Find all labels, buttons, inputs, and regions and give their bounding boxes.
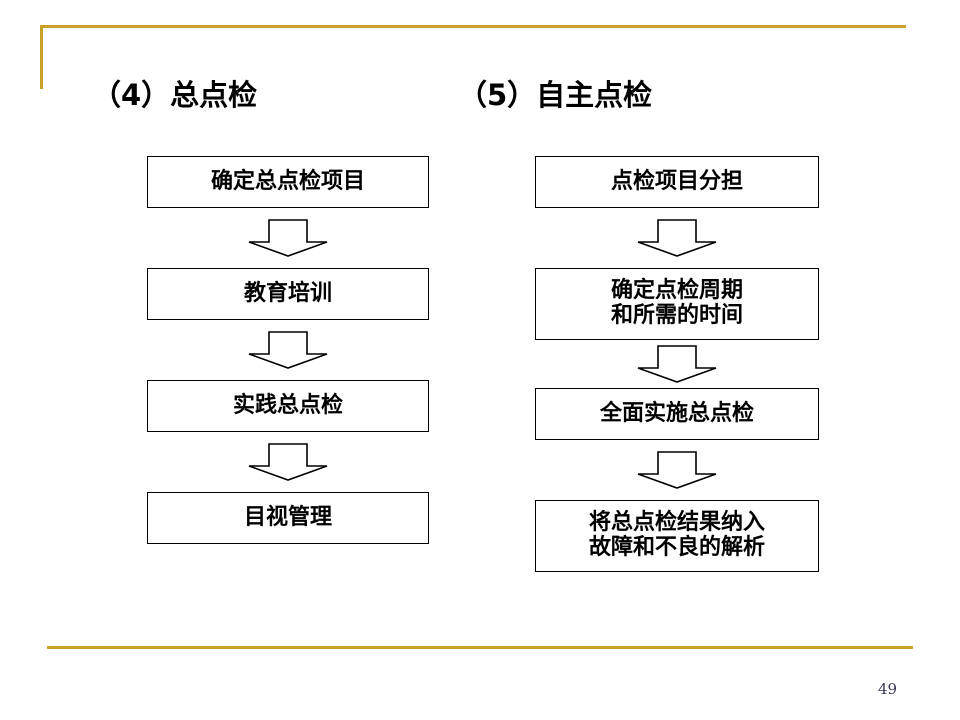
flow-step-box: 点检项目分担 [535,156,819,208]
flow-step-label: 点检项目分担 [610,168,743,194]
flow-step-label: 实践总点检 [232,392,343,418]
flow-step-box: 确定点检周期 和所需的时间 [535,268,819,340]
section-heading-right: （5）自主点检 [458,78,653,112]
flowchart-left: 确定总点检项目 教育培训 实践总点检 目视管理 [147,156,429,544]
flow-step-label: 教育培训 [243,280,332,306]
down-arrow-icon [248,219,328,257]
flow-step-label: 将总点检结果纳入 故障和不良的解析 [588,510,765,560]
flow-connector-arrow [147,320,429,380]
flow-connector-arrow [147,208,429,268]
top-accent-rule [40,25,906,28]
flow-step-box: 确定总点检项目 [147,156,429,208]
flow-step-box: 教育培训 [147,268,429,320]
flow-step-box: 全面实施总点检 [535,388,819,440]
down-arrow-icon [637,219,717,257]
down-arrow-icon [248,331,328,369]
flow-step-label: 全面实施总点检 [599,400,754,426]
flow-connector-arrow [535,208,819,268]
bottom-accent-rule [47,646,913,649]
flow-connector-arrow [147,432,429,492]
section-heading-left: （4）总点检 [92,78,258,112]
flow-step-label: 目视管理 [243,504,332,530]
flow-step-box: 实践总点检 [147,380,429,432]
flow-connector-arrow [535,340,819,388]
flow-step-box: 目视管理 [147,492,429,544]
down-arrow-icon [637,451,717,489]
flow-connector-arrow [535,440,819,500]
page-number: 49 [878,680,898,698]
down-arrow-icon [637,345,717,383]
flowchart-right: 点检项目分担 确定点检周期 和所需的时间 全面实施总点检 将总点检结果纳入 故障… [535,156,819,572]
down-arrow-icon [248,443,328,481]
flow-step-label: 确定点检周期 和所需的时间 [610,278,743,328]
flow-step-box: 将总点检结果纳入 故障和不良的解析 [535,500,819,572]
top-left-accent-rule [40,25,43,89]
flow-step-label: 确定总点检项目 [210,168,365,194]
